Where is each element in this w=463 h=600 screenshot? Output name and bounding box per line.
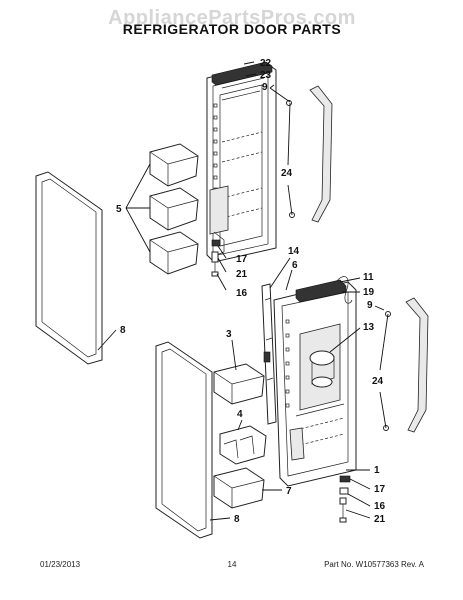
leader-lines	[97, 61, 389, 521]
callout-3: 3	[226, 329, 232, 340]
right-door-liner	[273, 279, 357, 487]
callout-1: 1	[374, 465, 380, 476]
callout-9-lower: 9	[367, 300, 373, 311]
right-door-bottom-hardware	[339, 475, 351, 523]
callout-17-upper: 17	[236, 254, 248, 265]
left-door-bottom-hardware	[211, 239, 221, 277]
callout-8-lower: 8	[234, 514, 240, 525]
callout-23: 23	[260, 70, 272, 81]
left-door-liner	[206, 61, 277, 263]
callout-8-upper: 8	[120, 325, 126, 336]
callout-4: 4	[237, 409, 243, 420]
callout-6: 6	[292, 260, 298, 271]
left-door-gasket	[35, 171, 103, 365]
callout-16-upper: 16	[236, 288, 248, 299]
footer-part-number: Part No. W10577363 Rev. A	[324, 560, 425, 569]
callout-13: 13	[363, 322, 375, 333]
callout-22: 22	[260, 58, 272, 69]
right-door-bins	[213, 363, 267, 509]
callout-24-upper: 24	[281, 168, 293, 179]
right-door-gasket	[155, 341, 213, 539]
callout-24-lower: 24	[372, 376, 384, 387]
diagram-title: REFRIGERATOR DOOR PARTS	[123, 21, 341, 37]
door-mullion-strip	[261, 283, 277, 425]
callout-5: 5	[116, 204, 122, 215]
footer-date: 01/23/2013	[40, 560, 81, 569]
callout-21-upper: 21	[236, 269, 248, 280]
callout-17-lower: 17	[374, 484, 386, 495]
left-door-bins	[149, 143, 199, 275]
callout-16-lower: 16	[374, 501, 386, 512]
watermark: AppliancePartsPros.com	[108, 7, 356, 29]
callout-19: 19	[363, 287, 375, 298]
callout-21-lower: 21	[374, 514, 386, 525]
callout-labels: 22 23 9 24 5 17 21 16 14 6 11 19 9 13 8 …	[116, 58, 386, 525]
callout-11: 11	[363, 272, 374, 283]
right-door-handle	[383, 297, 429, 433]
callout-9-upper: 9	[262, 82, 268, 93]
callout-14: 14	[288, 246, 300, 257]
footer: 01/23/2013 14 Part No. W10577363 Rev. A	[40, 560, 425, 569]
left-door-handle	[286, 85, 333, 223]
footer-page-number: 14	[228, 560, 237, 569]
callout-7: 7	[286, 486, 292, 497]
